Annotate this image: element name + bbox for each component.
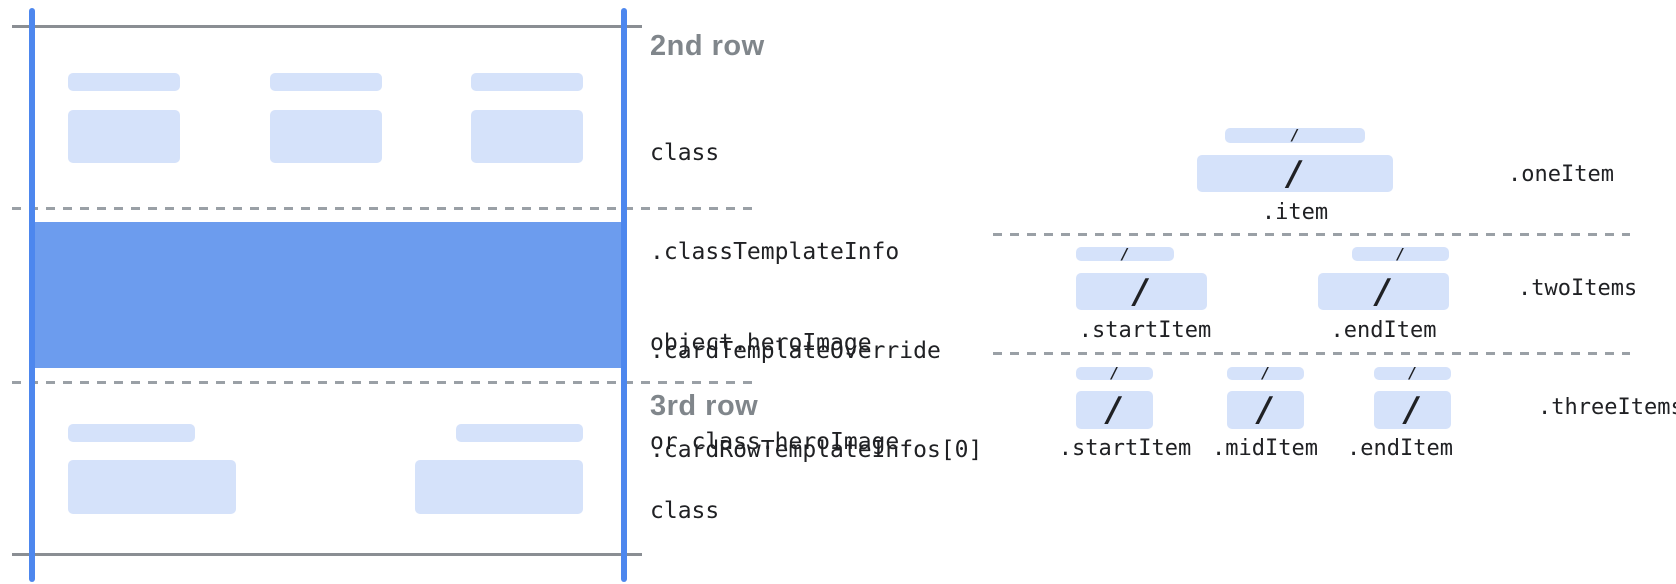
slash-glyph: / <box>1407 364 1418 382</box>
two-items-end-large-slash-bar: / <box>1318 273 1449 310</box>
slash-glyph: / <box>1104 390 1125 430</box>
item-layout-separator-dashed <box>993 233 1630 236</box>
bottom-boundary-line <box>12 553 642 556</box>
item-layout-separator-dashed <box>993 352 1630 355</box>
row3-label-placeholder-bar <box>68 424 195 442</box>
row2-label-placeholder-bar <box>270 73 382 91</box>
two-items-start-small-slash-bar: / <box>1076 244 1174 263</box>
row3-heading: 3rd row <box>650 390 759 422</box>
top-boundary-line <box>12 25 642 28</box>
code-line: .classTemplateInfo <box>650 239 900 265</box>
hero-image-band <box>35 222 622 368</box>
two-items-start-field-label: .startItem <box>1078 318 1212 343</box>
slash-glyph: / <box>1109 364 1120 382</box>
three-items-start-field-label: .startItem <box>1058 436 1192 461</box>
row3-value-placeholder-bar <box>68 460 236 514</box>
three-items-group-label: .threeItems <box>1538 395 1676 420</box>
one-item-group-label: .oneItem <box>1508 162 1614 187</box>
row2-label-placeholder-bar <box>68 73 180 91</box>
slash-glyph: / <box>1131 271 1152 312</box>
slash-glyph: / <box>1284 153 1306 194</box>
two-items-end-small-slash-bar: / <box>1352 244 1449 263</box>
left-guide-line <box>29 8 35 582</box>
row3-label-placeholder-bar <box>456 424 583 442</box>
row2-label-placeholder-bar <box>471 73 583 91</box>
row-separator-dashed-bottom <box>12 381 758 384</box>
three-items-start-large-slash-bar: / <box>1076 391 1153 429</box>
slash-glyph: / <box>1290 126 1300 144</box>
right-guide-line <box>621 8 627 582</box>
code-line: object.heroImage <box>650 330 872 356</box>
row2-code-annotation: class .classTemplateInfo .cardTemplateOv… <box>650 71 982 533</box>
row2-value-placeholder-bar <box>471 110 583 163</box>
slash-glyph: / <box>1402 390 1423 430</box>
row2-value-placeholder-bar <box>270 110 382 163</box>
row2-value-placeholder-bar <box>68 110 180 163</box>
three-items-mid-small-slash-bar: / <box>1227 364 1304 382</box>
three-items-end-large-slash-bar: / <box>1374 391 1451 429</box>
row2-heading: 2nd row <box>650 30 765 62</box>
row3-code-annotation: class .classTemplateInfo .cardTemplateOv… <box>650 429 982 584</box>
slash-glyph: / <box>1255 390 1276 430</box>
slash-glyph: / <box>1120 244 1130 263</box>
slash-glyph: / <box>1260 364 1271 382</box>
code-line: class <box>650 140 720 166</box>
hero-image-code-annotation: object.heroImage or class.heroImage <box>650 261 899 525</box>
three-items-end-small-slash-bar: / <box>1374 364 1451 382</box>
two-items-end-field-label: .endItem <box>1330 318 1437 343</box>
code-line: .cardTemplateOverride <box>650 338 941 364</box>
two-items-start-large-slash-bar: / <box>1076 273 1207 310</box>
one-item-large-slash-bar: / <box>1197 155 1393 192</box>
three-items-mid-large-slash-bar: / <box>1227 391 1304 429</box>
code-line: class <box>650 498 720 524</box>
one-item-small-slash-bar: / <box>1225 128 1365 143</box>
row-separator-dashed-top <box>12 207 758 210</box>
slash-glyph: / <box>1373 271 1394 312</box>
code-line: .cardRowTemplateInfos[0] <box>650 437 983 463</box>
one-item-field-label: .item <box>1261 200 1329 225</box>
three-items-end-field-label: .endItem <box>1347 436 1453 461</box>
row3-value-placeholder-bar <box>415 460 583 514</box>
three-items-start-small-slash-bar: / <box>1076 364 1153 382</box>
code-line: or class.heroImage <box>650 429 900 455</box>
three-items-mid-field-label: .midItem <box>1212 436 1318 461</box>
two-items-group-label: .twoItems <box>1518 276 1638 301</box>
slash-glyph: / <box>1395 244 1406 263</box>
